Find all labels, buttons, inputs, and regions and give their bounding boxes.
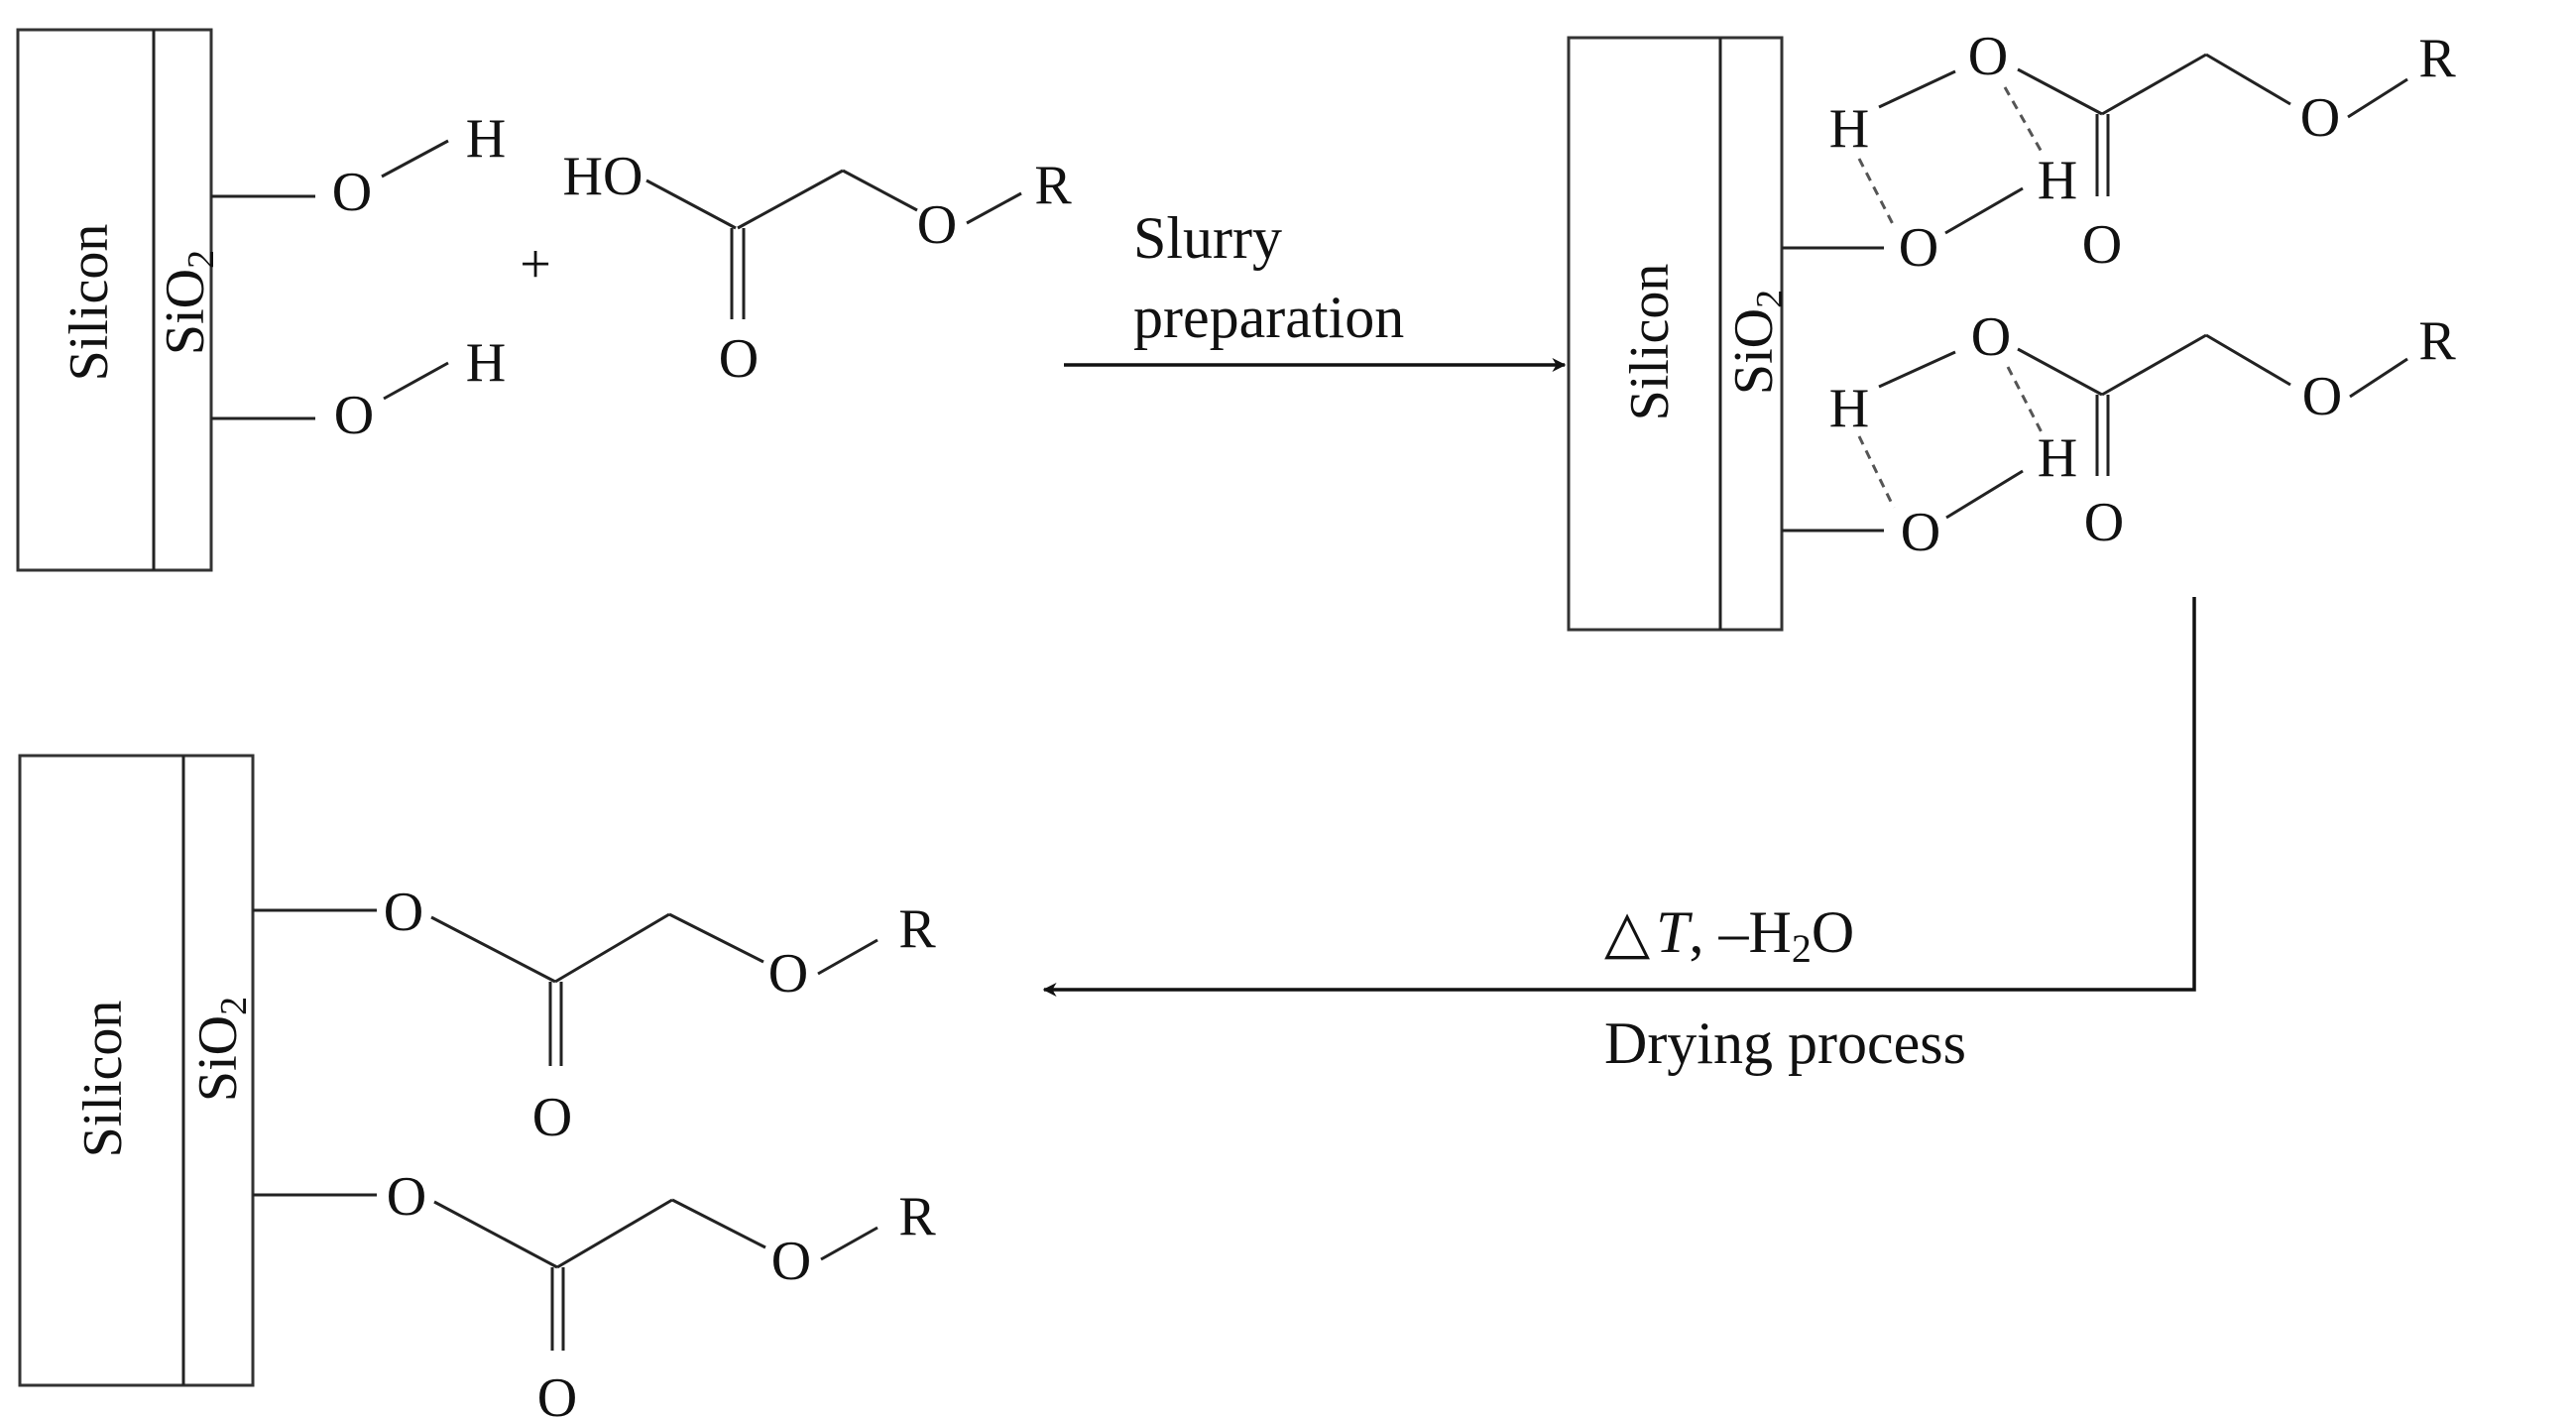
atom-o-2b-acid: O <box>1971 306 2011 368</box>
ester-bond-3b-2 <box>556 1198 673 1269</box>
atom-h-1b: H <box>466 332 506 394</box>
slurry-label-line1: Slurry <box>1133 205 1282 271</box>
atom-h-2a-acid: H <box>2038 150 2077 211</box>
ester-bond-3b-4 <box>820 1226 878 1261</box>
atom-o-3b-ester: O <box>387 1166 426 1228</box>
h-o-bond-2a <box>1878 69 1956 109</box>
acid-bond-2b-3 <box>2205 333 2291 387</box>
atom-h-1a: H <box>466 108 506 170</box>
acid-bond-3 <box>842 169 918 212</box>
acid-bond-1 <box>645 178 737 230</box>
atom-o-2a-acid: O <box>1968 26 2008 87</box>
silicon-block-2 <box>1567 36 1784 632</box>
atom-o-2a-ether: O <box>2300 87 2340 149</box>
panel-intermediate: Silicon SiO2 O H H O O O R O H H O O <box>1567 26 2456 632</box>
hbond-2a-acid <box>2003 86 2045 155</box>
ester-bond-3a-2 <box>554 912 670 984</box>
atom-h-2a-surface: H <box>1829 98 1869 160</box>
h-o-bond-2b <box>1878 350 1956 389</box>
o-h-bond-1a <box>381 139 449 178</box>
silicon-block-3 <box>18 754 255 1387</box>
atom-o-2b-ether: O <box>2302 366 2342 427</box>
atom-r-acid: R <box>1034 155 1072 216</box>
atom-r-2a: R <box>2418 28 2456 89</box>
slurry-label-line2: preparation <box>1133 285 1404 350</box>
atom-o-2b-carbonyl: O <box>2084 492 2124 553</box>
atom-o-2a-surface: O <box>1899 217 1938 279</box>
atom-o-3b-ether: O <box>771 1231 811 1292</box>
hbond-2b-surface <box>1857 435 1896 509</box>
acid-bond-2a-4 <box>2347 77 2408 119</box>
silicon-block-1 <box>16 28 213 572</box>
sio2-label-3: SiO2 <box>187 997 255 1102</box>
sio2-label-1: SiO2 <box>155 250 222 355</box>
silicon-label-3: Silicon <box>72 1001 134 1158</box>
atom-o-acid-carbonyl: O <box>719 328 759 390</box>
hbond-2a-surface <box>1857 158 1896 227</box>
acid-bond-2a-1 <box>2017 67 2103 116</box>
o-h-bond-2a <box>1944 186 2024 235</box>
drying-label: Drying process <box>1604 1010 1966 1076</box>
acid-bond-2b-2 <box>2101 333 2207 397</box>
acid-bond-2a-3 <box>2205 53 2291 106</box>
drying-condition: △T, –H2O <box>1604 899 1854 971</box>
ester-bond-3a-1 <box>430 915 556 984</box>
hbond-2b-acid <box>2006 366 2045 435</box>
atom-o-3a-ether: O <box>768 943 808 1005</box>
plus-sign: + <box>520 234 551 296</box>
drying-arrow <box>1042 597 2196 997</box>
atom-ho-acid: HO <box>563 146 644 207</box>
atom-r-2b: R <box>2418 310 2456 372</box>
atom-h-2b-surface: H <box>1829 378 1869 439</box>
ester-bond-3a-3 <box>668 912 764 964</box>
atom-o-2b-surface: O <box>1901 502 1940 563</box>
sio2-label-2: SiO2 <box>1723 290 1791 395</box>
ester-bond-3a-4 <box>817 938 878 976</box>
atom-h-2b-acid: H <box>2038 427 2077 489</box>
ester-bond-3b-3 <box>671 1198 766 1249</box>
atom-o-3a-carbonyl: O <box>532 1087 572 1148</box>
panel-product: Silicon SiO2 O O O R O O O R <box>18 754 936 1420</box>
silicon-label-2: Silicon <box>1619 264 1681 421</box>
atom-o-1a: O <box>332 162 372 223</box>
atom-o-acid-ether: O <box>917 194 957 256</box>
atom-r-3a: R <box>898 898 936 960</box>
silicon-label-1: Silicon <box>59 224 120 382</box>
acid-bond-2a-2 <box>2101 53 2207 116</box>
o-h-bond-2b <box>1945 469 2024 520</box>
o-h-bond-1b <box>383 361 449 401</box>
acid-bond-2b-4 <box>2349 357 2408 399</box>
step-slurry: Slurry preparation <box>1064 205 1567 372</box>
panel-reactants: Silicon SiO2 O H O H + HO O O R <box>16 28 1072 572</box>
acid-bond-2 <box>737 169 844 230</box>
acid-bond-4 <box>966 191 1022 225</box>
atom-o-2a-carbonyl: O <box>2082 214 2122 276</box>
atom-o-1b: O <box>334 385 374 446</box>
step-drying: △T, –H2O Drying process <box>1042 597 2196 1076</box>
ester-bond-3b-1 <box>433 1200 558 1269</box>
atom-o-3a-ester: O <box>384 882 423 943</box>
acid-bond-2b-1 <box>2017 347 2103 397</box>
atom-o-3b-carbonyl: O <box>537 1367 577 1420</box>
atom-r-3b: R <box>898 1186 936 1247</box>
